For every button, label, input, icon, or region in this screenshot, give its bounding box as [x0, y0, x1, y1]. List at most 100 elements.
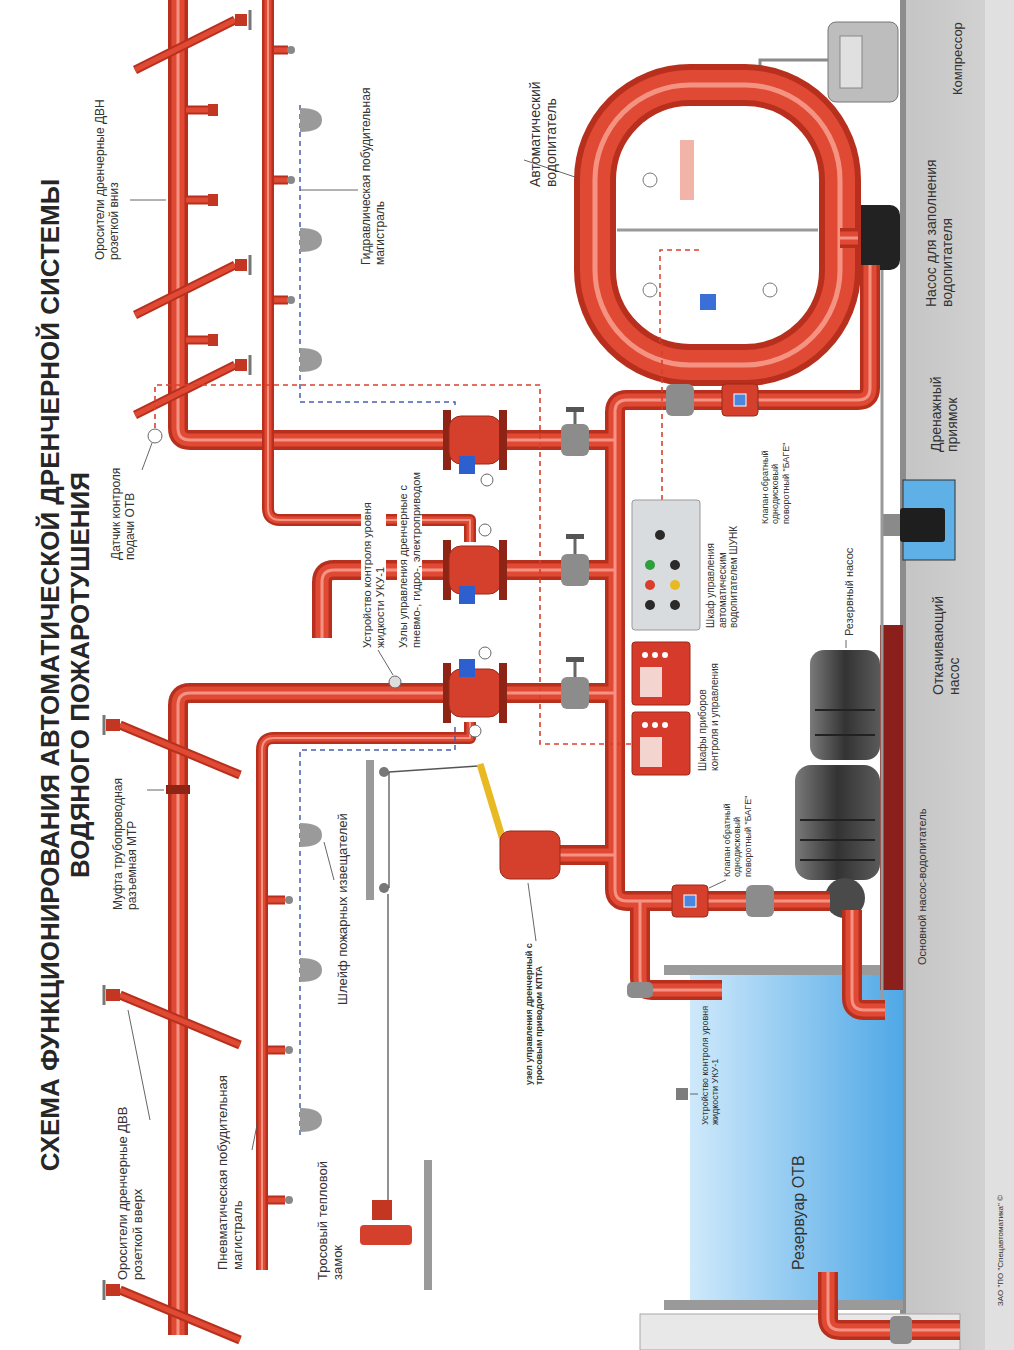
pipework — [178, 0, 960, 1335]
gate-valve — [574, 537, 577, 554]
deluge-valve — [479, 524, 491, 536]
copyright-note-anchor: ЗАО "ПО "Спецавтоматика" © — [996, 1136, 1005, 1306]
floor — [985, 0, 1014, 1350]
pump-set — [795, 765, 880, 880]
sprinkler-heads — [208, 334, 218, 346]
callout-label: Шкаф управления автоматическим водопитат… — [705, 498, 740, 628]
reservoir — [676, 1088, 688, 1100]
sprinkler-heads — [103, 985, 106, 1005]
deluge-valve — [459, 456, 475, 474]
callout-label: Клапан обратный однодисковый поворотный … — [760, 414, 791, 524]
sprinkler-heads — [208, 194, 218, 206]
callout-label: Оросители дренчерные ДВН розеткой вниз — [94, 70, 122, 260]
deluge-valve — [459, 659, 475, 677]
leader-lines — [130, 200, 166, 201]
callout-label-anchor: Клапан обратный однодисковый поворотный … — [760, 414, 791, 524]
floor-label: Насос для заполнения водопитателя — [923, 137, 955, 307]
feeder-control-cabinet — [655, 530, 665, 540]
floor-label-anchor: Компрессор — [951, 10, 966, 95]
detector-loop — [300, 1108, 322, 1132]
tank-label-anchor: Резервуар ОТВ — [790, 1110, 808, 1270]
sprinkler-heads — [103, 1280, 106, 1300]
detector-loop — [300, 724, 455, 1135]
water-feeder — [763, 283, 777, 297]
callout-label: Шлейф пожарных извещателей — [336, 790, 351, 1005]
callout-label: Клапан обратный однодисковый поворотный … — [722, 771, 753, 877]
sprinkler-heads — [285, 1196, 293, 1204]
leader-lines — [147, 790, 164, 791]
floor — [903, 0, 1014, 1350]
deluge-valve — [443, 410, 507, 486]
leader-lines — [757, 402, 760, 410]
sprinkler-heads — [104, 10, 295, 1300]
callout-label: Гидравлическая побудительная магистраль — [360, 60, 388, 265]
callout-label: Пневматическая побудительная магистраль — [216, 1060, 246, 1270]
control-cabinets — [632, 712, 690, 775]
leader-lines — [528, 883, 536, 941]
floor-label-anchor: Дренажный приямок — [928, 347, 960, 452]
callout-label-anchor: Тросовый тепловой замок — [316, 1145, 346, 1280]
cable-drive — [389, 766, 478, 772]
pipework — [120, 20, 288, 1340]
signal-lines — [661, 343, 663, 500]
drain-pit — [900, 508, 945, 542]
deluge-valve — [479, 647, 491, 659]
callout-label-anchor: узел управления дренчерный с тросовым пр… — [524, 943, 545, 1085]
gate-valve — [566, 534, 584, 539]
leader-lines — [300, 190, 358, 191]
deluge-valve — [443, 647, 507, 737]
pipework — [262, 0, 470, 1270]
callout-label-anchor: Оросители дренчерные ДВН розеткой вниз — [94, 70, 122, 260]
pipework — [120, 20, 288, 1340]
sprinkler-heads — [235, 259, 247, 271]
deluge-valve — [443, 524, 507, 604]
reservoir — [664, 965, 903, 975]
sprinkler-heads — [249, 10, 252, 30]
callout-label: узел управления дренчерный с тросовым пр… — [524, 943, 545, 1085]
cable-drive — [424, 1160, 432, 1290]
control-cabinets — [632, 642, 690, 705]
check-valve — [684, 895, 696, 907]
gate-valve — [746, 885, 774, 917]
deluge-valve — [459, 586, 475, 604]
pump-set — [810, 650, 880, 760]
callout-label: Шкафы приборов контроля и управления — [697, 651, 720, 771]
drain-pit — [882, 514, 900, 536]
pump-set — [815, 709, 875, 711]
detector-loop — [300, 348, 322, 372]
control-cabinets — [642, 722, 648, 728]
diagram-title: СХЕМА ФУНКЦИОНИРОВАНИЯ АВТОМАТИЧЕСКОЙ ДР… — [36, 135, 96, 1215]
sprinkler-heads — [235, 359, 247, 371]
deluge-valve — [499, 410, 507, 470]
control-cabinets — [640, 667, 662, 697]
pump-set — [800, 859, 875, 861]
check-valve — [672, 885, 708, 917]
pump-set — [815, 734, 875, 736]
inlet-shaft — [640, 1314, 960, 1350]
gate-valve — [574, 410, 577, 424]
check-valve — [722, 384, 758, 416]
leader-lines — [128, 1010, 150, 1120]
compressor — [840, 36, 862, 88]
floor-label-anchor: Откачивающий насос — [930, 570, 962, 695]
leader-lines — [128, 160, 846, 1150]
control-cabinets — [640, 737, 662, 767]
callout-label-anchor: Устройство контроля уровня жидкости УКУ-… — [361, 460, 388, 650]
reservoir — [664, 1300, 903, 1310]
detector-loop — [300, 108, 322, 132]
control-cabinets — [652, 652, 658, 658]
water-feeder — [595, 85, 840, 365]
coupling-and-sensors — [389, 676, 401, 688]
cable-drive — [360, 760, 560, 1290]
cable-drive — [387, 894, 388, 1200]
floor-label: Откачивающий насос — [930, 570, 962, 695]
drain-pit — [882, 480, 955, 560]
cable-drive — [379, 883, 389, 893]
callout-label: Муфта трубопроводная разъемная МТР — [112, 760, 140, 910]
gate-valve — [561, 677, 589, 709]
sprinkler-heads — [235, 14, 247, 26]
water-feeder — [680, 140, 694, 200]
compressor — [828, 22, 898, 102]
